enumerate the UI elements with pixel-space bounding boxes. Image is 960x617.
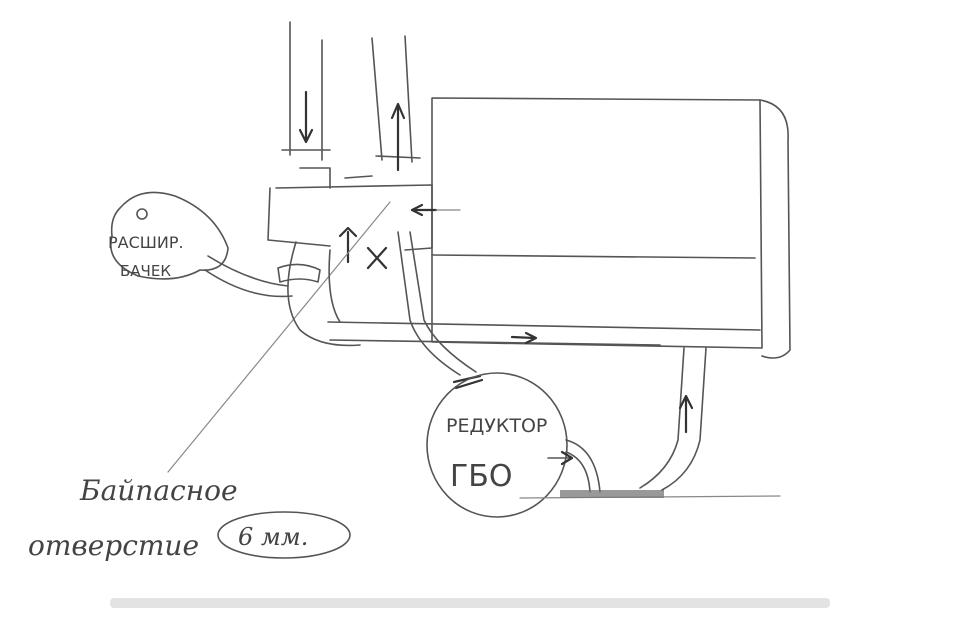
engine-block (327, 97, 791, 359)
reducer-label: РЕДУКТОР ГБО (446, 415, 547, 494)
top-pipes (281, 21, 421, 163)
floor-plate (519, 490, 781, 499)
bypass-hole-mark (338, 226, 388, 270)
tee-manifold (267, 167, 461, 251)
top-inlet-arrow (298, 90, 314, 144)
paper-smudge (110, 598, 830, 608)
top-outlet-arrow (390, 102, 406, 172)
expansion-tank-label-line1: РАСШИР. (108, 233, 184, 252)
reducer-label-line1: РЕДУКТОР (446, 415, 547, 437)
bypass-label-line1: Байпасное (79, 474, 238, 507)
bypass-label: Байпасное отверстие 6 мм. (28, 474, 351, 562)
bypass-label-line2: отверстие (28, 529, 199, 562)
block-flow-arrow (510, 331, 538, 345)
bypass-size-label: 6 мм. (238, 523, 308, 551)
bypass-size-circle (217, 511, 351, 559)
reducer-return-hose (565, 439, 601, 493)
return-hose (287, 241, 361, 347)
expansion-tank-label-line2: БАЧЕК (120, 262, 171, 280)
reducer-gbo (426, 372, 574, 518)
bypass-leader-line (167, 201, 391, 473)
reducer-label-line2: ГБО (450, 459, 513, 494)
expansion-tank-label: РАСШИР. БАЧЕК (108, 233, 184, 280)
right-return-pipe (639, 347, 707, 491)
